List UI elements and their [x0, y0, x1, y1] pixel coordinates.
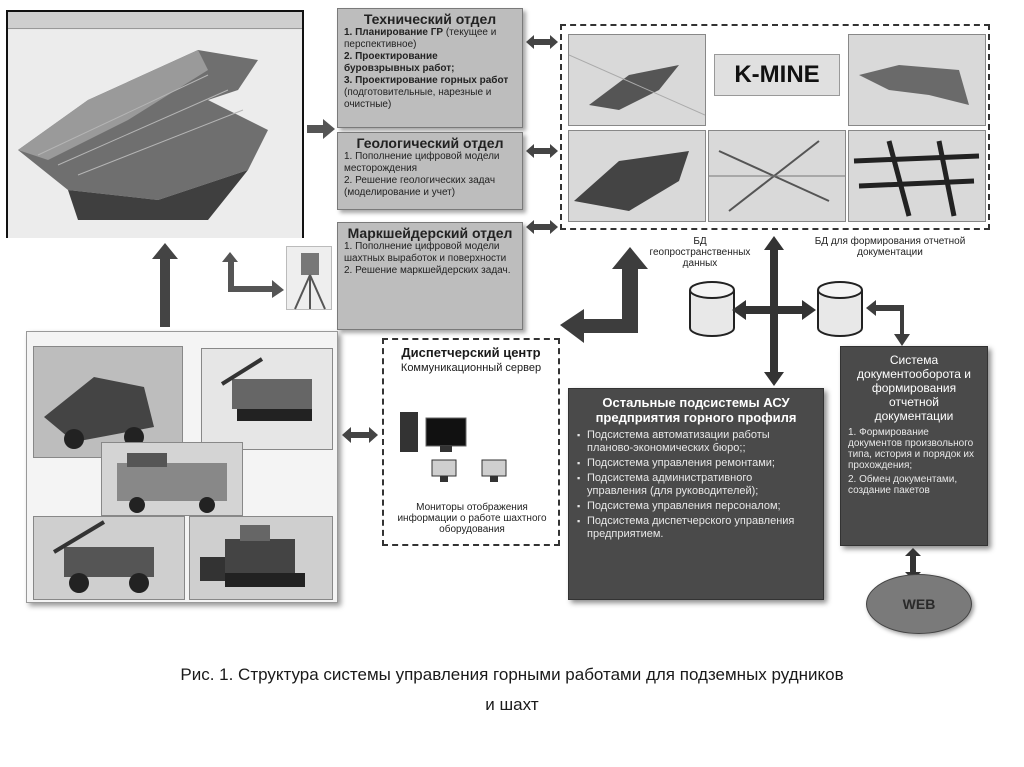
tech-dept-title: Технический отдел — [363, 11, 497, 27]
server-icon — [400, 412, 467, 452]
docs-system-box: Система документооборота и формирования … — [840, 346, 988, 546]
figure-caption-line-1: Рис. 1. Структура системы управления гор… — [180, 665, 844, 684]
asu-item: ▪ Подсистема управления ремонтами; — [577, 457, 815, 470]
bullet-icon: ▪ — [577, 430, 581, 440]
double-arrow-icon — [526, 220, 558, 234]
asu-title: Остальные подсистемы АСУ предприятия гор… — [595, 395, 797, 425]
arrow-right-icon — [307, 119, 335, 139]
web-label: WEB — [902, 596, 936, 612]
bullet-icon: ▪ — [577, 458, 581, 468]
asu-item-label: Подсистема диспетчерского управления пре… — [587, 515, 795, 540]
docs-item-1: 1. Формирование документов произвольного… — [848, 427, 974, 471]
bulldozer-photo — [189, 516, 333, 600]
double-arrow-icon — [342, 427, 378, 443]
kmine-thumb-1 — [568, 34, 706, 126]
kmine-thumb-5 — [848, 130, 986, 222]
db-geo-label: БД геопространственных данных — [649, 236, 751, 269]
tech-dept-item-2: 2. Проектирование буровзрывных работ; — [344, 51, 455, 74]
geo-dept-title: Геологический отдел — [356, 135, 504, 151]
geo-dept-box: Геологический отдел 1. Пополнение цифров… — [337, 132, 523, 210]
asu-item-label: Подсистема управления персоналом; — [587, 500, 781, 512]
web-node: WEB — [866, 574, 972, 634]
asu-item: ▪ Подсистема административного управления… — [577, 472, 815, 498]
drill-rig-photo — [201, 348, 333, 450]
dispatch-server-label: Коммуникационный сервер — [400, 362, 542, 374]
tech-dept-item-1: 1. Планирование ГР (текущее и перспектив… — [344, 27, 497, 50]
survey-dept-item-1: 1. Пополнение цифровой модели шахтных вы… — [344, 241, 507, 264]
db-report-label: БД для формирования отчетной документаци… — [814, 236, 966, 258]
dispatch-center-box: Диспетчерский центр Коммуникационный сер… — [382, 338, 560, 546]
cross-arrow-icon — [732, 236, 816, 386]
bent-arrow-icon — [866, 300, 910, 346]
bent-arrow-icon — [222, 252, 284, 298]
total-station-image — [286, 246, 332, 310]
asu-item: ▪ Подсистема диспетчерского управления пр… — [577, 515, 815, 541]
geo-dept-item-2: 2. Решение геологических задач (моделиро… — [344, 175, 496, 198]
asu-item-label: Подсистема автоматизации работы планово-… — [587, 429, 770, 454]
geo-dept-item-1: 1. Пополнение цифровой модели месторожде… — [344, 151, 500, 174]
bullet-icon: ▪ — [577, 473, 581, 483]
database-icon — [689, 281, 735, 337]
shuttle-car-photo — [101, 442, 243, 516]
double-arrow-vertical-icon — [905, 548, 921, 580]
bolter-photo — [33, 516, 185, 600]
arrow-up-icon — [152, 243, 178, 327]
bullet-icon: ▪ — [577, 516, 581, 526]
asu-item: ▪ Подсистема автоматизации работы планово… — [577, 429, 815, 455]
double-arrow-icon — [526, 35, 558, 49]
figure-caption-line-2: и шахт — [485, 695, 539, 714]
survey-dept-box: Маркшейдерский отдел 1. Пополнение цифро… — [337, 222, 523, 330]
double-arrow-icon — [526, 144, 558, 158]
kmine-thumb-2 — [848, 34, 986, 126]
kmine-logo: K-MINE — [714, 54, 840, 96]
asu-subsystems-box: Остальные подсистемы АСУ предприятия гор… — [568, 388, 824, 600]
mine-model-screenshot — [6, 10, 304, 238]
asu-item: ▪ Подсистема управления персоналом; — [577, 500, 815, 513]
survey-dept-title: Маркшейдерский отдел — [347, 225, 513, 241]
kmine-thumb-4 — [708, 130, 846, 222]
docs-item-2: 2. Обмен документами, создание пакетов — [848, 474, 958, 496]
docs-title: Система документооборота и формирования … — [857, 353, 971, 423]
dispatch-monitors-label: Мониторы отображения информации о работе… — [397, 502, 547, 535]
survey-dept-item-2: 2. Решение маркшейдерских задач. — [344, 265, 511, 276]
database-icon — [817, 281, 863, 337]
asu-item-label: Подсистема управления ремонтами; — [587, 457, 775, 469]
tech-dept-box: Технический отдел 1. Планирование ГР (те… — [337, 8, 523, 128]
asu-list: ▪ Подсистема автоматизации работы планово… — [577, 429, 815, 541]
bent-arrow-icon — [560, 247, 648, 343]
equipment-collage — [26, 331, 338, 603]
mine-model-render — [8, 30, 302, 238]
bullet-icon: ▪ — [577, 501, 581, 511]
kmine-thumb-3 — [568, 130, 706, 222]
monitor-icon — [431, 459, 457, 482]
asu-item-label: Подсистема административного управления … — [587, 472, 759, 497]
kmine-region: K-MINE — [560, 24, 990, 230]
tech-dept-item-3: 3. Проектирование горных работ (подготов… — [344, 75, 509, 110]
monitor-icon — [481, 459, 507, 482]
dispatch-title: Диспетчерский центр — [401, 345, 541, 360]
